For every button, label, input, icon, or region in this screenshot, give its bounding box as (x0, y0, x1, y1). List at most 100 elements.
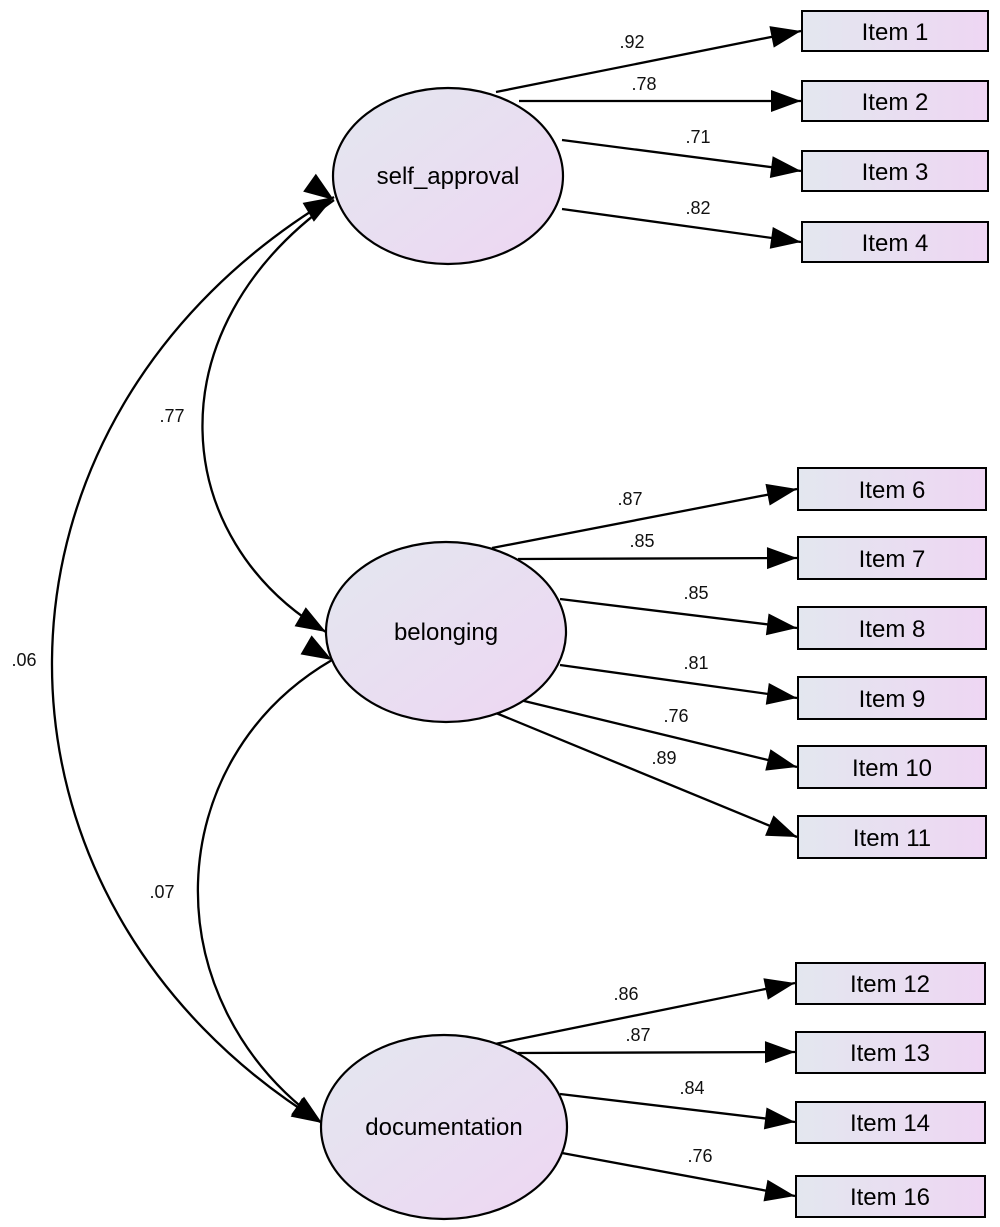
loading-label-item-11: .89 (651, 748, 676, 768)
item-2-label: Item 2 (862, 89, 929, 116)
loading-arrow-i8-arrowhead (765, 613, 797, 636)
item-9-label: Item 9 (859, 686, 926, 713)
loading-arrow-i3-arrowhead (769, 156, 801, 179)
item-8-label: Item 8 (859, 616, 926, 643)
item-1[interactable]: Item 1 (801, 10, 989, 52)
loading-arrow-i7-arrowhead (766, 547, 797, 570)
item-12-box (795, 962, 986, 1005)
item-10-box (797, 745, 987, 789)
loading-label-item-7: .85 (629, 531, 654, 551)
item-16-label: Item 16 (850, 1184, 930, 1211)
loading-label-item-14: .84 (679, 1078, 704, 1098)
latent-self-approval-ellipse (331, 86, 565, 266)
item-3[interactable]: Item 3 (801, 150, 989, 192)
item-16[interactable]: Item 16 (795, 1175, 986, 1218)
item-7-label: Item 7 (859, 546, 926, 573)
item-14-label: Item 14 (850, 1110, 930, 1137)
loading-arrow-i6-arrowhead (765, 483, 797, 506)
loading-arrow-i4-arrowhead (769, 227, 801, 249)
loading-arrow-i13-arrowhead (764, 1041, 795, 1064)
item-2-box (801, 80, 989, 122)
item-14[interactable]: Item 14 (795, 1101, 986, 1144)
item-3-box (801, 150, 989, 192)
loading-arrow-i12-arrowhead (763, 978, 795, 1000)
loading-arrow-i9 (559, 663, 798, 700)
loading-label-item-8: .85 (683, 583, 708, 603)
latent-self-approval[interactable]: self_approval (331, 86, 565, 266)
item-16-box (795, 1175, 986, 1218)
loading-label-item-6: .87 (617, 489, 642, 509)
latent-belonging-label: belonging (394, 619, 498, 646)
loading-arrow-i10 (519, 698, 798, 769)
correlation-label-self-approval-documentation: .06 (11, 650, 36, 670)
loading-arrow-i7 (517, 556, 798, 561)
loading-arrow-i6 (491, 487, 798, 550)
item-13[interactable]: Item 13 (795, 1031, 986, 1074)
latent-documentation[interactable]: documentation (319, 1033, 569, 1221)
correlation-arrow-self-approval-belonging-arrowhead-start (303, 173, 334, 200)
loading-arrow-i13 (517, 1050, 796, 1055)
correlation-label-belonging-documentation: .07 (149, 882, 174, 902)
item-6-label: Item 6 (859, 477, 926, 504)
loading-label-item-3: .71 (685, 127, 710, 147)
loading-label-item-2: .78 (631, 74, 656, 94)
correlation-arrow-belonging-documentation-arrowhead-end (291, 1096, 322, 1123)
item-1-label: Item 1 (862, 19, 929, 46)
loading-arrow-i1-arrowhead (769, 26, 801, 48)
item-8-box (797, 606, 987, 650)
item-10-label: Item 10 (852, 755, 932, 782)
loading-arrow-i16-arrowhead (763, 1179, 795, 1202)
correlation-arrow-self-approval-belonging-arrowhead-end (294, 607, 326, 632)
item-7-box (797, 536, 987, 580)
loading-arrow-i14-arrowhead (763, 1107, 795, 1130)
item-4-label: Item 4 (862, 230, 929, 257)
item-9-box (797, 676, 987, 720)
loading-label-item-12: .86 (613, 984, 638, 1004)
loading-label-item-16: .76 (687, 1146, 712, 1166)
loading-label-item-10: .76 (663, 706, 688, 726)
loading-arrow-i10-arrowhead (765, 749, 797, 771)
latent-belonging[interactable]: belonging (324, 540, 568, 724)
correlation-arrow-self-approval-belonging (201, 199, 335, 633)
loading-arrow-i12 (489, 981, 796, 1047)
item-3-label: Item 3 (862, 159, 929, 186)
item-11-box (797, 815, 987, 859)
item-4-box (801, 221, 989, 263)
item-13-label: Item 13 (850, 1040, 930, 1067)
correlation-arrow-self-approval-documentation (50, 196, 335, 1124)
item-4[interactable]: Item 4 (801, 221, 989, 263)
correlation-arrow-belonging-documentation (196, 659, 333, 1124)
item-2[interactable]: Item 2 (801, 80, 989, 122)
item-11[interactable]: Item 11 (797, 815, 987, 859)
loading-arrow-i11-arrowhead (765, 815, 797, 837)
item-6[interactable]: Item 6 (797, 467, 987, 511)
loading-label-item-13: .87 (625, 1025, 650, 1045)
item-9[interactable]: Item 9 (797, 676, 987, 720)
item-13-box (795, 1031, 986, 1074)
item-1-box (801, 10, 989, 52)
item-11-label: Item 11 (853, 825, 931, 852)
correlation-arrow-belonging-documentation-arrowhead-start (300, 635, 332, 660)
item-6-box (797, 467, 987, 511)
item-12-label: Item 12 (850, 971, 930, 998)
loading-arrow-i4 (561, 207, 802, 244)
loading-arrow-i16 (561, 1151, 796, 1198)
item-14-box (795, 1101, 986, 1144)
item-8[interactable]: Item 8 (797, 606, 987, 650)
loading-arrow-i9-arrowhead (765, 682, 797, 705)
loading-arrow-i14 (559, 1092, 796, 1124)
loading-arrow-i1 (495, 29, 802, 94)
correlation-label-self-approval-belonging: .77 (159, 406, 184, 426)
loading-arrow-i2-arrowhead (771, 90, 801, 112)
correlation-arrow-self-approval-documentation-arrowhead-start (302, 197, 334, 222)
loading-label-item-9: .81 (683, 653, 708, 673)
loading-arrow-i11 (495, 711, 798, 839)
latent-belonging-ellipse (324, 540, 568, 724)
item-10[interactable]: Item 10 (797, 745, 987, 789)
loading-label-item-1: .92 (619, 32, 644, 52)
latent-self-approval-label: self_approval (377, 163, 520, 190)
item-7[interactable]: Item 7 (797, 536, 987, 580)
item-12[interactable]: Item 12 (795, 962, 986, 1005)
loading-arrow-i8 (559, 597, 798, 630)
